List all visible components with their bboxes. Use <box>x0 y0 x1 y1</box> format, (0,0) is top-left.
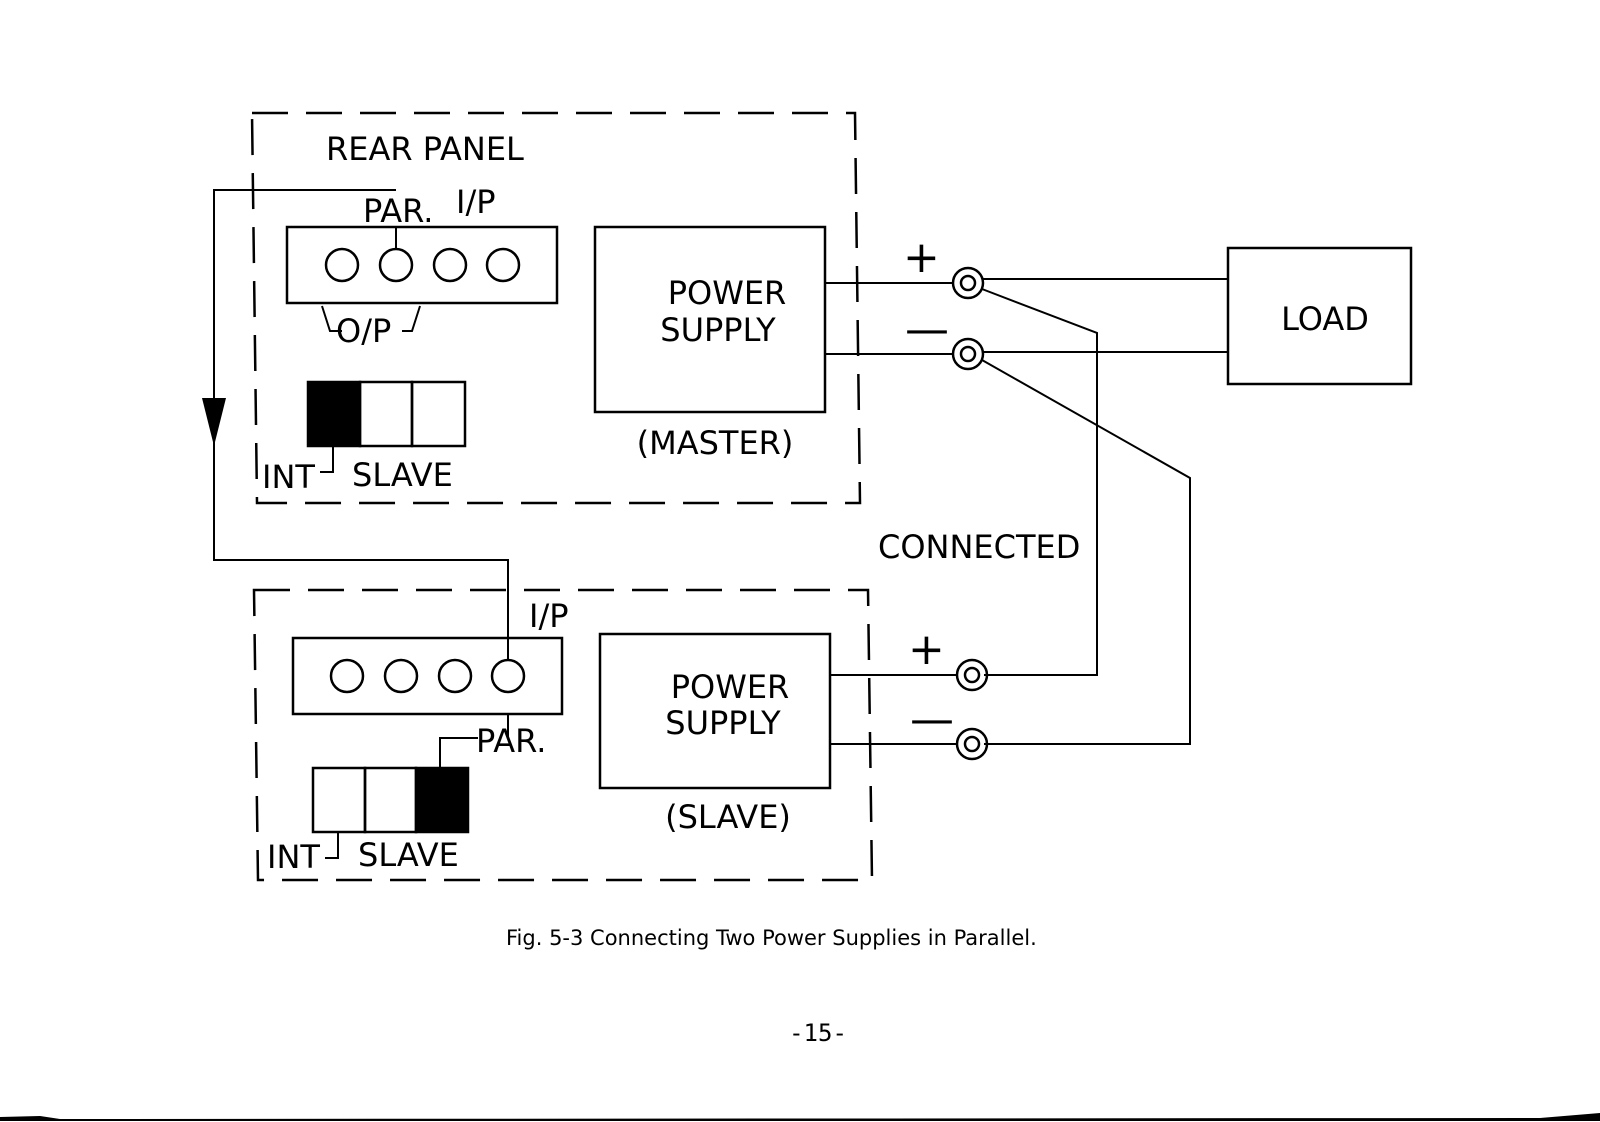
master-power-label: POWER <box>668 274 787 312</box>
master-op-jumper <box>321 305 421 332</box>
slave-minus-label: — <box>910 694 954 745</box>
master-ip-label: I/P <box>456 183 496 221</box>
slave-strip-terminal <box>490 658 526 694</box>
figure-caption: Fig. 5-3 Connecting Two Power Supplies i… <box>506 926 1037 950</box>
master-int-lead <box>320 446 334 473</box>
load-box <box>1226 246 1413 386</box>
master-par-label: PAR. <box>363 192 433 230</box>
slave-switch-segment <box>363 766 418 834</box>
slave-ip-label: I/P <box>529 597 569 635</box>
slave-power-supply-box <box>598 632 832 790</box>
slave-int-label: INT <box>267 838 320 876</box>
slave-switch-segment <box>311 766 367 834</box>
slave-terminal-strip <box>291 636 564 716</box>
slave-par-bracket <box>439 737 478 768</box>
master-rear-panel-outline <box>250 111 862 505</box>
master-role-label: (MASTER) <box>637 424 794 462</box>
signal-direction-arrow <box>202 398 226 446</box>
master-strip-terminal <box>324 247 360 283</box>
slave-strip-terminal <box>383 658 419 694</box>
slave-plus-terminal <box>955 658 989 692</box>
master-switch-int-segment <box>306 380 362 448</box>
slave-int-lead <box>325 832 339 859</box>
master-minus-terminal <box>951 337 985 371</box>
master-op-label: O/P <box>336 312 391 350</box>
slave-strip-terminal <box>437 658 473 694</box>
slave-switch-slave-segment <box>414 766 470 834</box>
master-plus-label: + <box>903 232 940 283</box>
slave-power-label: POWER <box>671 668 790 706</box>
master-strip-terminal <box>378 247 414 283</box>
master-plus-terminal <box>951 266 985 300</box>
master-panel-title: REAR PANEL <box>326 130 524 168</box>
master-supply-label: SUPPLY <box>660 311 776 349</box>
master-minus-label: — <box>905 304 949 355</box>
page-number: -15- <box>789 1019 847 1047</box>
master-switch-segment <box>410 380 467 448</box>
master-unit: REAR PANEL PAR. I/P O/P INT SLAVE POWER … <box>250 111 985 505</box>
slave-slave-label: SLAVE <box>358 836 459 874</box>
minus-parallel-wire <box>981 359 1191 745</box>
master-switch-segment <box>358 380 414 448</box>
slave-rear-panel-outline <box>252 588 874 882</box>
slave-minus-terminal <box>955 727 989 761</box>
master-int-label: INT <box>262 458 315 496</box>
slave-plus-label: + <box>908 624 945 675</box>
connected-label: CONNECTED <box>878 528 1080 566</box>
slave-par-label: PAR. <box>476 722 546 760</box>
master-strip-terminal <box>485 247 521 283</box>
plus-parallel-wire <box>981 288 1098 676</box>
slave-unit: I/P PAR. INT SLAVE POWER SUPPLY (SLAVE) … <box>252 588 989 882</box>
slave-role-label: (SLAVE) <box>665 798 791 836</box>
par-signal-wire <box>213 189 509 660</box>
master-power-supply-box <box>593 225 827 414</box>
slave-supply-label: SUPPLY <box>665 704 781 742</box>
master-slave-label: SLAVE <box>352 456 453 494</box>
master-terminal-strip <box>285 225 559 305</box>
slave-strip-terminal <box>329 658 365 694</box>
load-label: LOAD <box>1281 300 1369 338</box>
bottom-rule <box>0 1113 1600 1121</box>
master-strip-terminal <box>432 247 468 283</box>
